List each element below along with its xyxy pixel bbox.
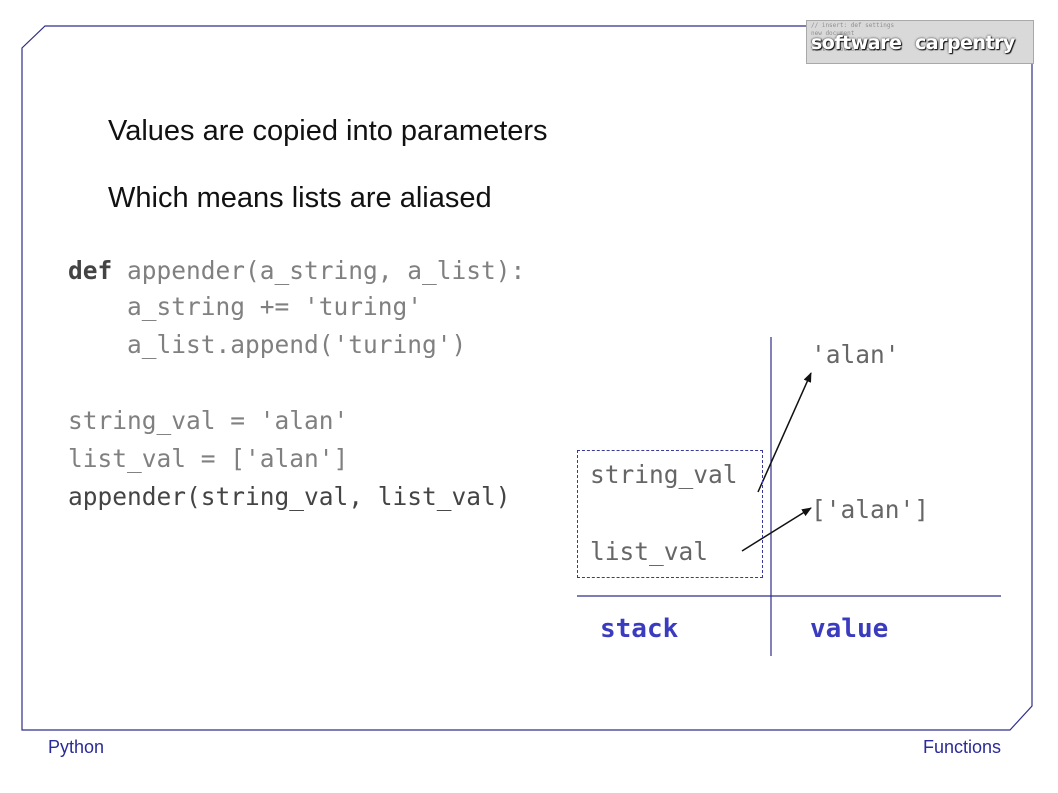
- code-line-list-append: a_list.append('turing'): [68, 330, 467, 359]
- software-carpentry-logo: // insert: def settings new document nod…: [806, 20, 1034, 64]
- stack-var-string-val: string_val: [590, 460, 738, 489]
- heading-lists-aliased: Which means lists are aliased: [108, 182, 492, 214]
- code-line-string-val: string_val = 'alan': [68, 406, 349, 435]
- code-line-def: def appender(a_string, a_list):: [68, 256, 525, 285]
- stack-frame-box: [577, 450, 763, 578]
- code-keyword-def: def: [68, 256, 113, 285]
- code-line-call: appender(string_val, list_val): [68, 482, 511, 511]
- value-list-alan: ['alan']: [811, 495, 930, 524]
- label-stack: stack: [600, 614, 679, 644]
- stack-var-list-val: list_val: [590, 537, 709, 566]
- code-def-signature: appender(a_string, a_list):: [112, 256, 526, 285]
- label-value: value: [810, 614, 889, 644]
- footer-right-functions: Functions: [922, 737, 1001, 757]
- logo-background-text: // insert: def settings new document nod…: [811, 22, 895, 53]
- code-line-list-val: list_val = ['alan']: [68, 444, 349, 473]
- arrow-string-to-alan: [757, 372, 812, 493]
- logo-word-carpentry: carpentry: [915, 32, 1015, 54]
- footer-left-python: Python: [48, 737, 105, 757]
- heading-values-copied: Values are copied into parameters: [108, 115, 548, 147]
- code-line-string-append: a_string += 'turing': [68, 292, 423, 321]
- arrow-list-to-alan-list: [741, 507, 812, 552]
- value-string-alan: 'alan': [811, 340, 900, 369]
- logo-word-software: software: [811, 32, 902, 54]
